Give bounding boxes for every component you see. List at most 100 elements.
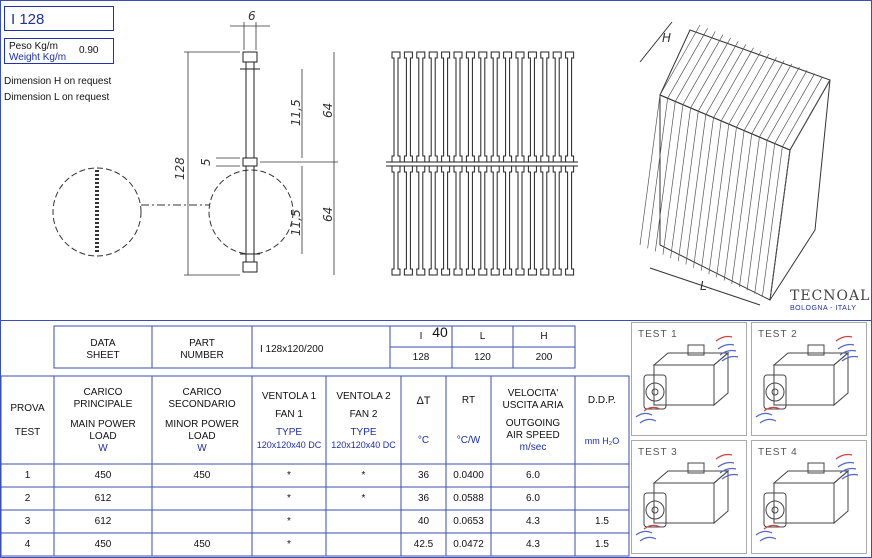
- cell-dt: 40: [417, 515, 430, 527]
- iso-fin: [700, 120, 722, 271]
- iso-fin: [723, 130, 745, 281]
- iso-fin: [670, 107, 691, 258]
- detail-circle-left: [52, 167, 142, 257]
- iso-fin-top: [774, 73, 816, 144]
- carico-principale-label: CARICO PRINCIPALE: [73, 387, 133, 410]
- fan1-label: FAN 1: [275, 409, 303, 420]
- cell-speed: 4.3: [526, 538, 540, 550]
- header-prova: PROVA TEST: [1, 378, 54, 464]
- dim-l: L: [700, 279, 707, 293]
- unit-w-main: W: [98, 443, 108, 454]
- ventola1-label: VENTOLA 1: [261, 391, 317, 402]
- iso-fin: [654, 101, 676, 252]
- fan2-size: 120x120x40 DC: [331, 440, 396, 450]
- part-number-value: I 128x120/200: [260, 344, 324, 355]
- test-3-panel: TEST 3: [631, 440, 747, 554]
- iso-fin: [754, 143, 776, 294]
- cell-fan2: *: [361, 492, 366, 504]
- iso-fin: [762, 146, 783, 297]
- cell-minor: 450: [193, 469, 211, 481]
- dim-6: 6: [248, 9, 256, 23]
- test-2-panel: TEST 2: [751, 322, 867, 436]
- tests-panel: TEST 1 TEST 2: [631, 322, 871, 556]
- fin: [465, 165, 475, 276]
- fin: [441, 165, 451, 276]
- fan1-size: 120x120x40 DC: [256, 440, 322, 450]
- iso-fin: [693, 117, 714, 268]
- ventola2-label: VENTOLA 2: [336, 391, 391, 402]
- cell-test: 4: [24, 538, 31, 550]
- logo-name: TECNOAL: [790, 288, 871, 304]
- iso-fin: [647, 98, 668, 249]
- iso-fin-top: [736, 57, 777, 128]
- iso-fin: [677, 111, 699, 262]
- fin: [391, 51, 401, 163]
- fin: [503, 51, 513, 163]
- type2-label: TYPE: [350, 427, 377, 438]
- test-4-panel: TEST 4: [751, 440, 867, 554]
- cell-main: 612: [94, 515, 112, 527]
- iso-fin-top: [705, 44, 747, 115]
- fin: [416, 165, 426, 276]
- test-2-label: TEST 2: [758, 329, 798, 340]
- fin-array: [386, 51, 578, 276]
- iso-fin-top: [682, 34, 724, 105]
- fin: [527, 165, 537, 276]
- test-3-label: TEST 3: [638, 447, 678, 458]
- dim-11-5-bottom: 11,5: [289, 209, 303, 236]
- fin: [565, 51, 575, 163]
- unit-w-minor: W: [197, 443, 207, 454]
- cell-test: 3: [24, 515, 31, 527]
- cell-rt: 0.0472: [453, 538, 484, 550]
- header-main-load: CARICO PRINCIPALE MAIN POWER LOAD W: [54, 378, 152, 464]
- cell-rt: 0.0588: [453, 492, 484, 504]
- iso-fin-top: [690, 37, 731, 109]
- col-i-value: 128: [412, 352, 430, 363]
- col-i-header: I: [419, 331, 423, 342]
- iso-fin: [685, 114, 707, 265]
- header-fan1: VENTOLA 1 FAN 1 TYPE 120x120x40 DC: [252, 378, 326, 464]
- main-power-load-label: MAIN POWER LOAD: [70, 419, 136, 442]
- fin: [540, 51, 550, 163]
- col-l-header: L: [479, 331, 486, 342]
- minor-power-load-label: MINOR POWER LOAD: [165, 419, 239, 442]
- overlay-number: 40: [432, 324, 448, 340]
- fin: [540, 165, 550, 276]
- cell-minor: [152, 487, 252, 510]
- part-label: PART: [189, 338, 215, 349]
- iso-fin-top: [720, 50, 762, 122]
- weight-label: Weight Kg/m: [9, 52, 67, 63]
- header-rt: RT °C/W: [446, 378, 491, 464]
- table-grid: [0, 325, 630, 557]
- fin: [441, 51, 451, 163]
- company-logo: TECNOAL: [790, 288, 870, 304]
- unit-cw: °C/W: [456, 435, 481, 446]
- iso-fin-top: [759, 66, 800, 138]
- technical-drawing: 6 5 128 11,5 11,5 64 64 H L: [52, 9, 831, 306]
- detail-circle-right: [208, 169, 294, 255]
- cell-main: 612: [94, 492, 112, 504]
- fin: [403, 51, 413, 163]
- fin: [453, 165, 463, 276]
- cell-minor: 450: [193, 538, 211, 550]
- iso-fin-top: [659, 24, 701, 96]
- isometric-fins: [639, 24, 831, 301]
- col-h-header: H: [540, 331, 548, 342]
- carico-secondario-label: CARICO SECONDARIO: [168, 387, 236, 410]
- test-1-illustration: [635, 335, 739, 424]
- profile-code: I 128: [4, 6, 114, 31]
- cell-test: 1: [24, 469, 31, 481]
- fin: [391, 165, 401, 276]
- iso-fin: [716, 127, 737, 278]
- fin: [490, 165, 500, 276]
- fin: [515, 165, 525, 276]
- fin: [403, 165, 413, 276]
- cell-minor: [152, 510, 252, 533]
- iso-fin: [639, 94, 661, 246]
- iso-fin: [731, 133, 753, 284]
- dim-h: H: [662, 31, 671, 45]
- note-dimension-l: Dimension L on request: [4, 92, 110, 103]
- cell-speed: 6.0: [526, 492, 540, 504]
- velocita-label: VELOCITA' USCITA ARIA: [502, 388, 564, 411]
- section-divider: [0, 320, 872, 321]
